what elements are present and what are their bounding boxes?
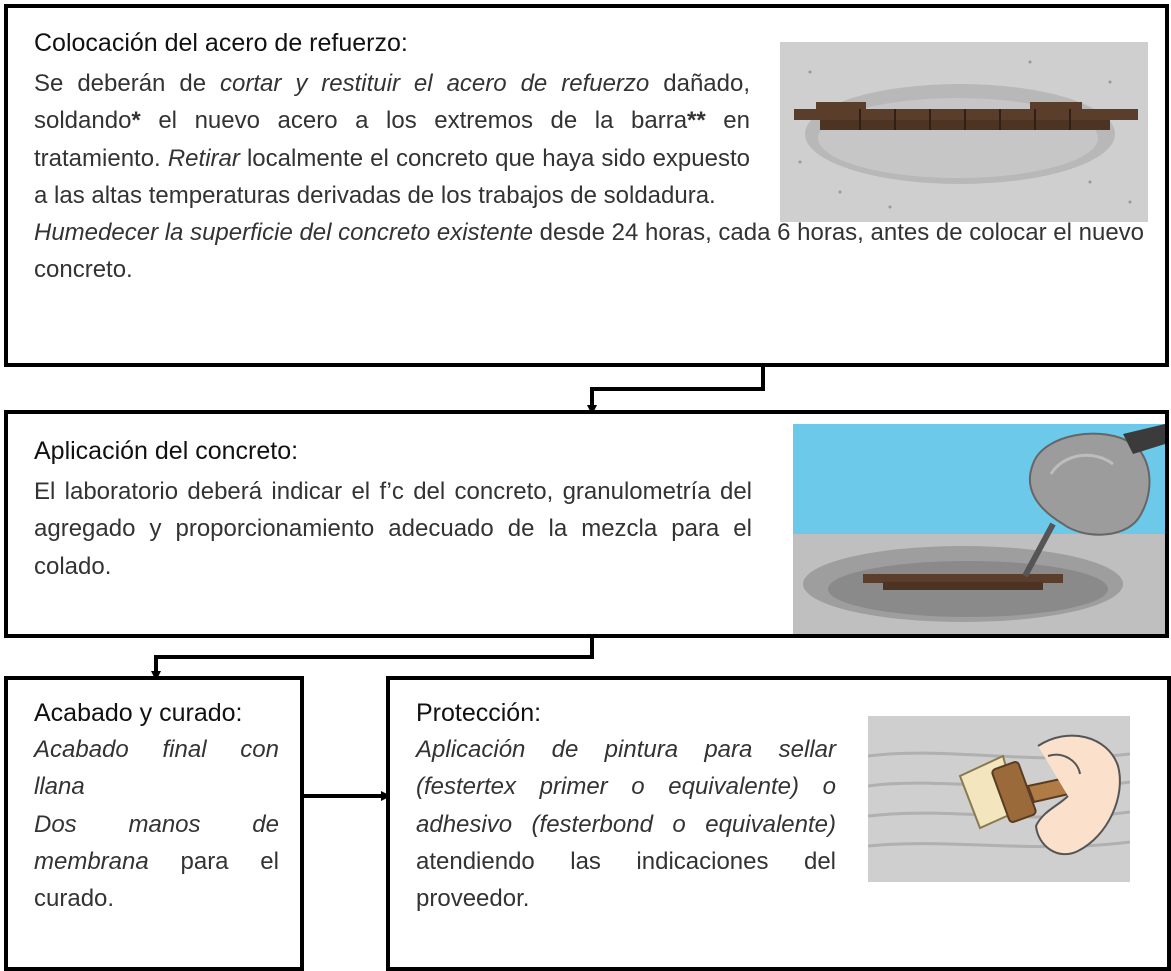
- step-title-concrete: Aplicación del concreto:: [34, 437, 299, 465]
- arrow-box1-to-box2: [587, 365, 765, 415]
- step-title-rebar: Colocación del acero de refuerzo:: [34, 29, 408, 57]
- step-box-finishing: Acabado y curado: Acabado final con llan…: [4, 676, 304, 971]
- step-box-rebar: Colocación del acero de refuerzo: Se deb…: [4, 4, 1169, 367]
- rebar-illustration: [780, 42, 1148, 222]
- step-box-concrete: Aplicación del concreto: El laboratorio …: [4, 410, 1169, 638]
- step-box-protection: Protección: Aplicación de pintura para s…: [386, 676, 1171, 971]
- arrow-box2-to-box3: [151, 638, 594, 681]
- step-text-rebar-2: Humedecer la superficie del concreto exi…: [34, 219, 1145, 284]
- step-title-finishing: Acabado y curado:: [34, 699, 243, 727]
- step-text-rebar-1: Se deberán de cortar y restituir el acer…: [34, 70, 750, 209]
- step-title-protection: Protección:: [416, 699, 542, 727]
- step-text-finishing: Acabado final con llana Dos manos de mem…: [34, 736, 279, 912]
- step-text-protection: Aplicación de pintura para sellar (feste…: [416, 736, 836, 912]
- brush-illustration: [868, 716, 1130, 882]
- step-text-concrete: El laboratorio deberá indicar el f’c del…: [34, 478, 752, 580]
- concrete-illustration: [793, 424, 1165, 634]
